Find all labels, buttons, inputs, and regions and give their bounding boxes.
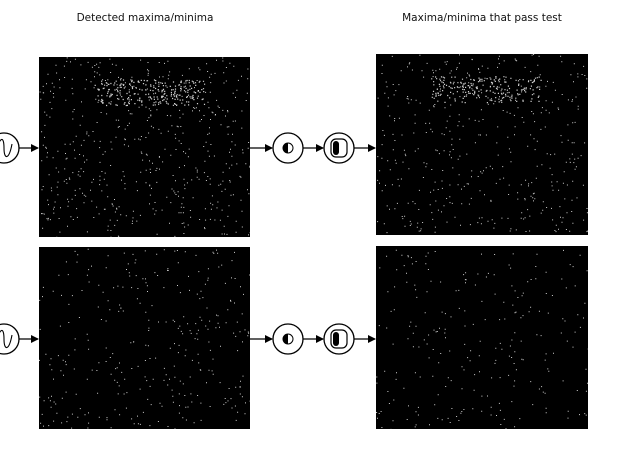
speckle-texture <box>39 248 250 429</box>
contrast-half-icon <box>272 132 304 164</box>
contrast-half-icon <box>272 323 304 355</box>
panel-detected-top <box>39 57 250 237</box>
contrast-bar-icon <box>323 323 355 355</box>
row-bottom-flow <box>0 323 376 355</box>
panel-pass-top <box>376 54 588 235</box>
wave-icon <box>0 132 20 164</box>
contrast-bar-icon <box>323 132 355 164</box>
heading-detected: Detected maxima/minima <box>76 12 214 24</box>
panel-pass-bottom <box>376 246 588 429</box>
wave-icon <box>0 323 20 355</box>
row-top-flow <box>0 132 376 164</box>
heading-pass-test: Maxima/minima that pass test <box>402 12 562 24</box>
panel-detected-bottom <box>39 247 250 429</box>
